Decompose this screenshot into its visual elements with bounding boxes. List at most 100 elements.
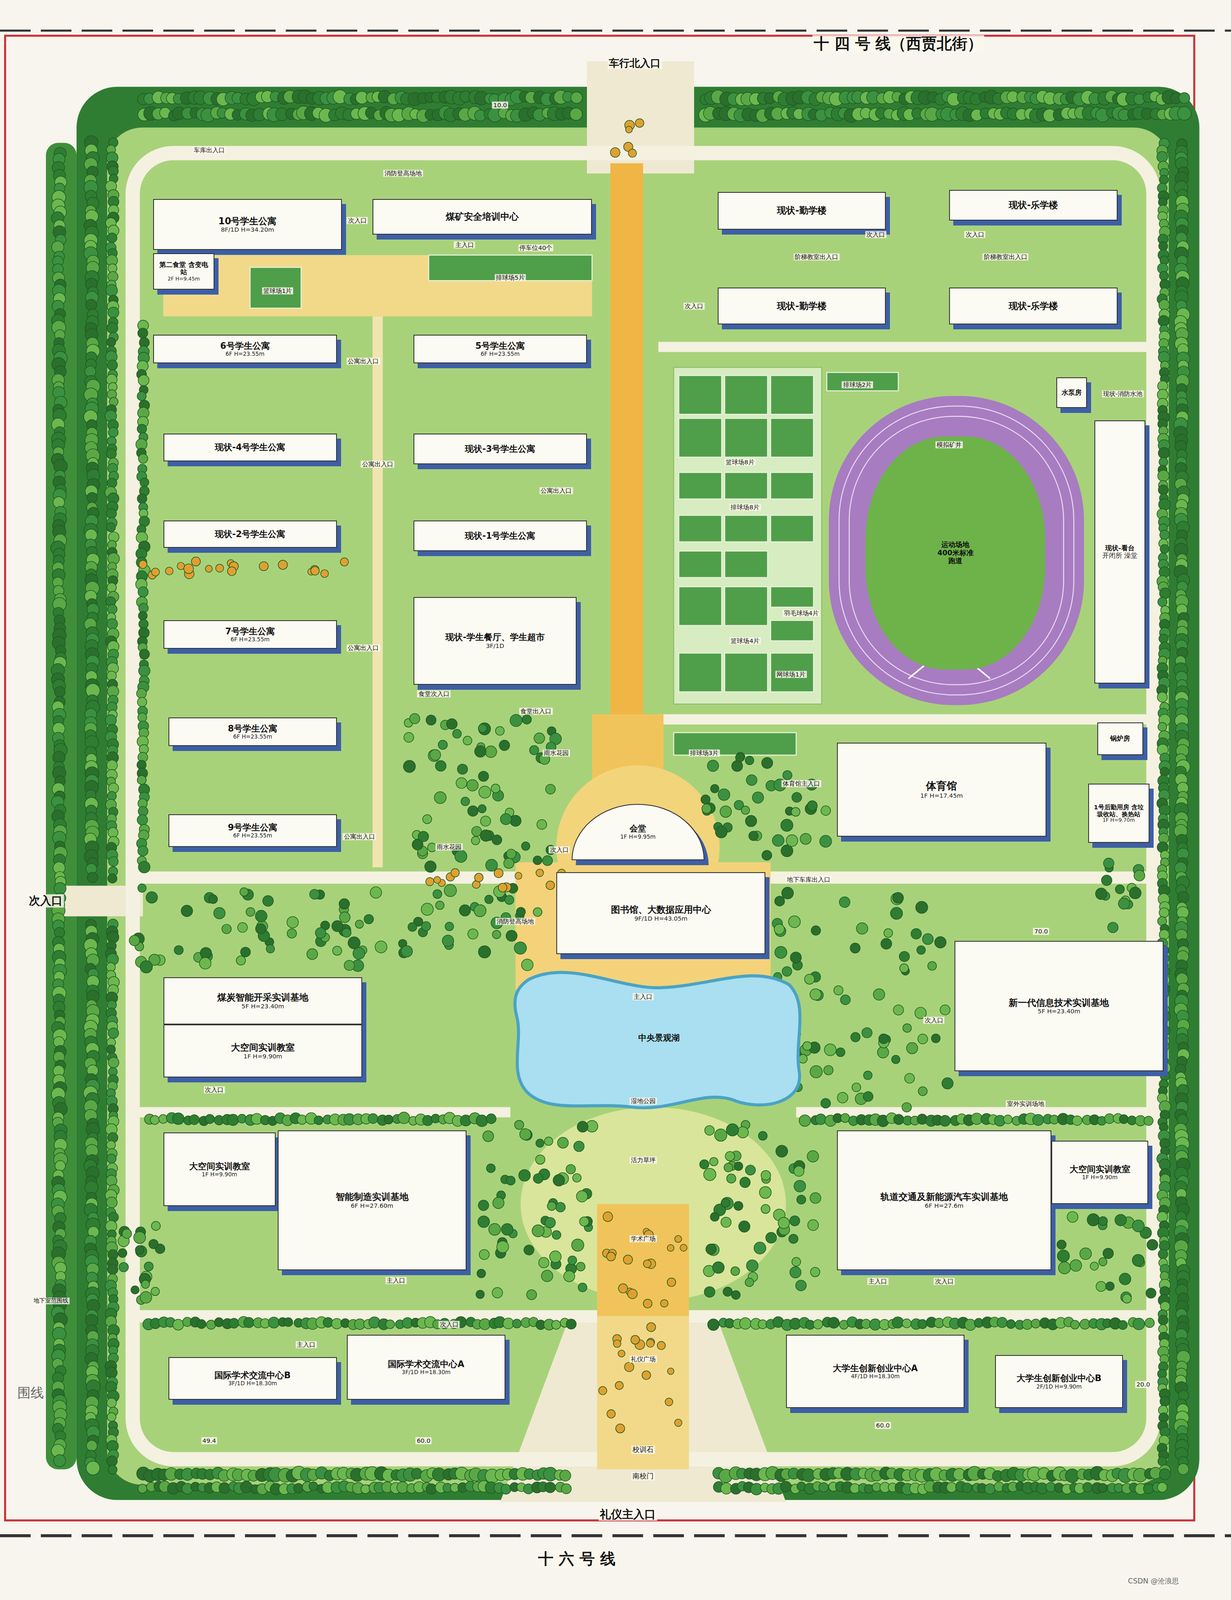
tree (106, 1398, 117, 1409)
tree (492, 1288, 503, 1299)
tree (1158, 1249, 1168, 1260)
tree (533, 908, 542, 917)
tree (457, 764, 468, 775)
tree (798, 1054, 808, 1064)
tree (478, 723, 491, 736)
tree (506, 849, 516, 859)
tree (571, 1239, 585, 1252)
tree (268, 1317, 280, 1329)
tree (780, 819, 793, 832)
tree (496, 1241, 509, 1254)
trees (50, 89, 1192, 1496)
tree (87, 872, 98, 883)
tree (529, 745, 539, 755)
tree (107, 604, 118, 615)
tree (495, 726, 505, 736)
tree (106, 1045, 116, 1055)
tree (804, 974, 815, 985)
tree (172, 1319, 184, 1331)
tree (1159, 271, 1169, 281)
tree (538, 1257, 549, 1269)
tree (790, 952, 802, 964)
tree (1157, 722, 1167, 732)
tree (1143, 1484, 1154, 1495)
tree (478, 946, 491, 959)
tree (1031, 1319, 1041, 1329)
court-grid (250, 255, 899, 756)
tree (509, 815, 522, 827)
tree (228, 1318, 239, 1329)
tree (803, 1041, 812, 1051)
tree (108, 827, 118, 838)
tree (942, 1078, 954, 1090)
tree (904, 1073, 915, 1084)
tree (108, 427, 119, 438)
tree (140, 961, 153, 974)
tree (485, 746, 497, 758)
tree (384, 1115, 394, 1125)
tree (522, 715, 532, 725)
tree (105, 284, 118, 297)
tree (863, 1091, 873, 1102)
tree (542, 855, 553, 866)
ground (107, 127, 1169, 1486)
tree (434, 792, 447, 805)
tree (473, 905, 486, 918)
tree (739, 1318, 752, 1330)
tree (1079, 1319, 1090, 1330)
tree (566, 1319, 577, 1330)
road-edge (0, 1534, 1231, 1538)
tree (107, 360, 118, 371)
tree (403, 760, 416, 773)
tree (137, 846, 149, 857)
tree (939, 1115, 951, 1127)
tree (106, 760, 118, 772)
tree (1098, 1483, 1108, 1494)
tree (85, 299, 97, 311)
tree (452, 729, 462, 739)
tree (561, 1484, 572, 1495)
tree (1157, 597, 1167, 607)
tree (421, 903, 434, 916)
tree (314, 1116, 323, 1126)
tree (552, 1231, 561, 1240)
tree (902, 1024, 912, 1033)
tree (837, 1092, 849, 1104)
tree (1082, 1483, 1093, 1493)
tree (557, 1137, 569, 1149)
tree (1157, 692, 1168, 703)
tree (917, 1319, 927, 1330)
ceremony-plaza (597, 1316, 690, 1470)
tree (892, 892, 904, 904)
tree (1021, 1319, 1033, 1331)
library-plaza (515, 862, 771, 991)
tree (850, 943, 861, 954)
tree (208, 895, 218, 905)
tree (1118, 1321, 1128, 1331)
tree (1157, 1457, 1167, 1467)
tree (107, 874, 117, 884)
tree (811, 926, 821, 936)
tree (1158, 1315, 1169, 1326)
tree (774, 896, 785, 907)
tree (409, 714, 421, 725)
tree (707, 1319, 720, 1332)
tree (426, 1484, 437, 1495)
tree (106, 522, 116, 532)
tree (492, 1197, 505, 1210)
tree (108, 1028, 119, 1039)
tree (1119, 1115, 1129, 1125)
tree (486, 1164, 496, 1174)
tree (172, 1113, 185, 1126)
tree (197, 1319, 207, 1330)
tree (150, 1115, 160, 1126)
tree (341, 928, 352, 938)
tree (810, 989, 822, 1001)
tree (1104, 1114, 1115, 1125)
tree (916, 946, 926, 955)
tree (478, 771, 489, 782)
tree (479, 1319, 491, 1331)
tree (917, 1034, 928, 1045)
tree (444, 884, 457, 897)
